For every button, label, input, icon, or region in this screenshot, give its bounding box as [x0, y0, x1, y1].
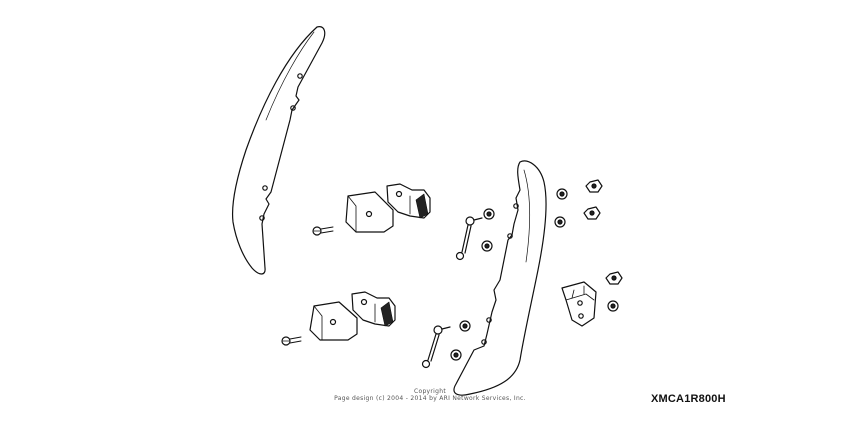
panel-hole	[507, 233, 513, 239]
panel-hole	[513, 203, 519, 209]
clamp-plate	[561, 281, 597, 327]
copyright-notice: Copyright Page design (c) 2004 - 2014 by…	[300, 388, 560, 402]
upper-screw	[312, 226, 334, 236]
left-deflector-panel	[231, 26, 326, 275]
copyright-label: Copyright	[413, 388, 447, 395]
panel-hole	[297, 73, 303, 79]
panel-hole	[486, 317, 492, 323]
lower-stay-rod	[421, 325, 451, 369]
upper-mount-bracket	[345, 183, 431, 233]
panel-hole	[259, 215, 265, 221]
panel-hole	[262, 185, 268, 191]
lower-screw	[281, 336, 302, 346]
upper-stay-rod	[455, 216, 483, 261]
copyright-text: Page design (c) 2004 - 2014 by ARI Netwo…	[334, 395, 526, 402]
panel-hole	[481, 339, 487, 345]
right-deflector-panel	[453, 160, 547, 396]
diagram-code: XMCA1R800H	[651, 393, 726, 405]
nut	[583, 179, 623, 285]
panel-hole	[290, 105, 296, 111]
washer	[450, 188, 619, 361]
lower-mount-bracket	[309, 291, 396, 341]
